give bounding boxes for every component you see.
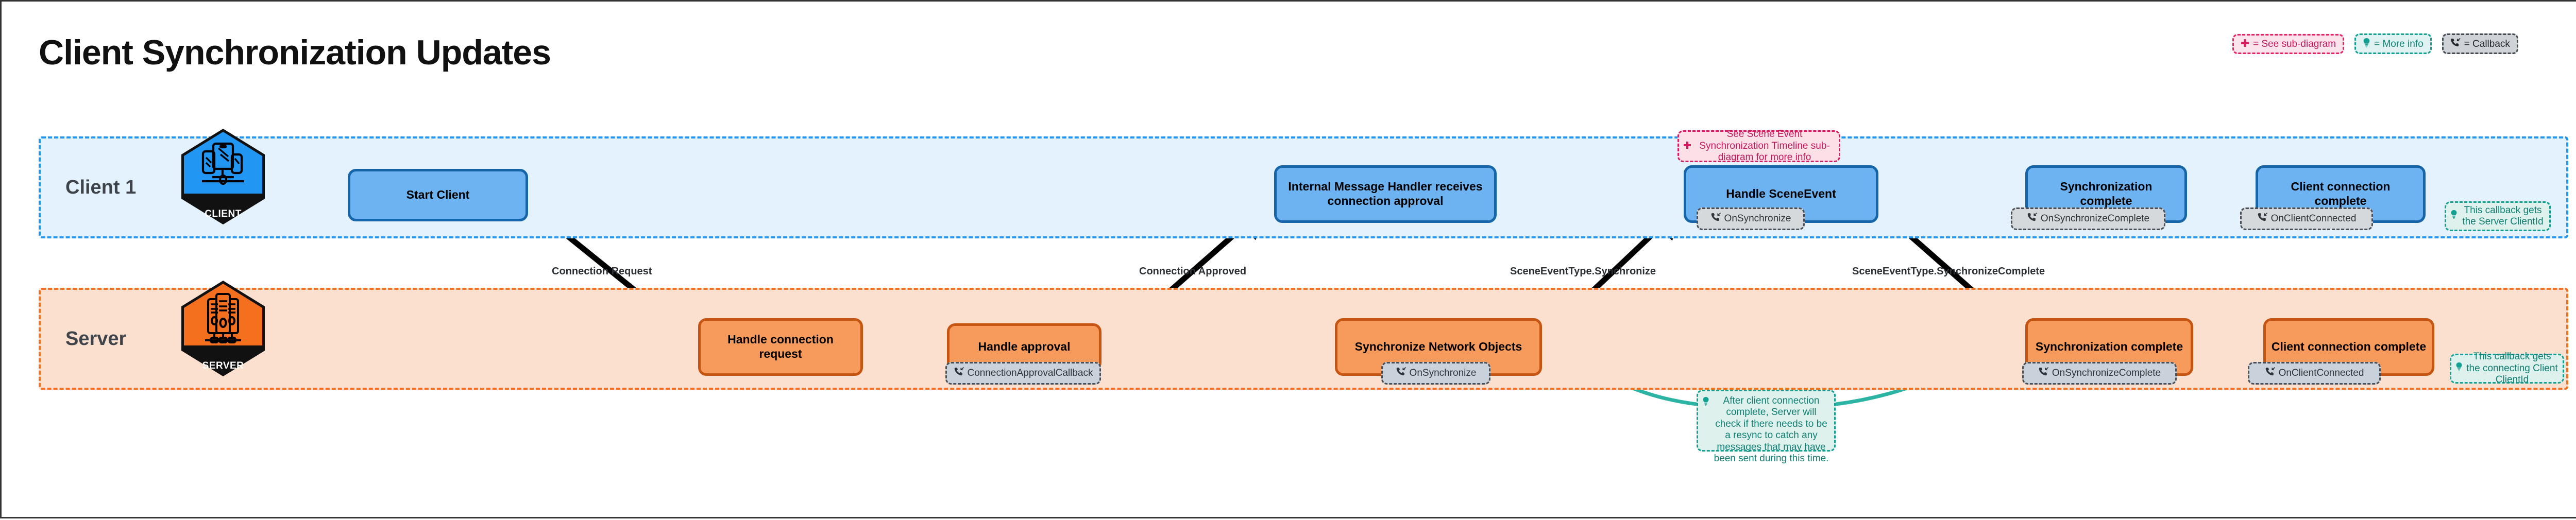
lightbulb-icon <box>2363 38 2370 49</box>
legend-label-callback: = Callback <box>2464 38 2510 49</box>
callback-label: ConnectionApprovalCallback <box>967 367 1093 378</box>
note-scene-event-subdiagram[interactable]: See Scene Event Synchronization Timeline… <box>1677 129 1840 163</box>
phone-callback-icon <box>2450 38 2461 49</box>
legend-item-see-sub-diagram[interactable]: = See sub-diagram <box>2232 33 2345 54</box>
note-text: After client connection complete, Server… <box>1714 395 1829 464</box>
note-server-connecting-clientid[interactable]: This callback gets the connecting Client… <box>2450 351 2564 386</box>
note-resync[interactable]: After client connection complete, Server… <box>1697 390 1836 464</box>
client-hexagon-icon <box>181 129 265 224</box>
swimlane-title-server: Server <box>65 328 127 350</box>
node-label: Client connection complete <box>2271 340 2427 354</box>
callback-handle-sceneevent[interactable]: OnSynchronize <box>1697 207 1805 230</box>
edge-label-connection-approved: Connection Approved <box>1139 266 1247 277</box>
plus-icon <box>2241 39 2249 49</box>
plus-icon <box>1683 141 1691 152</box>
callback-label: OnSynchronizeComplete <box>2052 367 2161 378</box>
note-text: See Scene Event Synchronization Timeline… <box>1699 129 1830 163</box>
node-label: Synchronization complete <box>2060 180 2153 207</box>
callback-label: OnClientConnected <box>2270 213 2357 224</box>
node-label: Synchronization complete <box>2035 340 2183 354</box>
lightbulb-icon <box>2455 362 2463 374</box>
callback-connection-approval[interactable]: ConnectionApprovalCallback <box>945 362 1101 385</box>
callback-label: OnClientConnected <box>2278 367 2364 378</box>
phone-callback-icon <box>2038 367 2049 379</box>
phone-callback-icon <box>2257 212 2268 225</box>
node-label: Start Client <box>406 188 470 202</box>
callback-client-connected[interactable]: OnClientConnected <box>2240 207 2373 230</box>
swimlane-title-client: Client 1 <box>65 177 137 198</box>
legend-item-more-info[interactable]: = More info <box>2354 33 2432 54</box>
actor-client-label: CLIENT <box>205 209 242 219</box>
note-text: This callback gets the connecting Client… <box>2466 351 2558 386</box>
node-handle-connection-request[interactable]: Handle connection request <box>698 318 863 376</box>
note-client-server-clientid[interactable]: This callback gets the Server ClientId <box>2445 201 2551 231</box>
node-label: Handle SceneEvent <box>1726 187 1836 201</box>
node-label: Client connection complete <box>2291 180 2391 207</box>
node-label: Handle approval <box>978 340 1071 354</box>
actor-server-label: SERVER <box>202 360 244 371</box>
callback-server-client-connected[interactable]: OnClientConnected <box>2248 362 2381 385</box>
callback-client-synchronize-complete[interactable]: OnSynchronizeComplete <box>2011 207 2165 230</box>
node-label: Handle connection request <box>727 333 834 360</box>
edge-label-scene-event-synchronize: SceneEventType.Synchronize <box>1510 266 1656 277</box>
legend-label-more-info: = More info <box>2374 38 2424 49</box>
lightbulb-icon <box>2450 210 2458 222</box>
page-title: Client Synchronization Updates <box>39 33 551 72</box>
actor-server: SERVER <box>179 280 267 377</box>
node-internal-message-handler[interactable]: Internal Message Handler receives connec… <box>1274 165 1497 223</box>
legend: = See sub-diagram = More info = Callba <box>2232 33 2518 54</box>
phone-callback-icon <box>1396 367 1406 379</box>
phone-callback-icon <box>2027 212 2038 225</box>
callback-label: OnSynchronize <box>1724 213 1791 224</box>
note-text: This callback gets the Server ClientId <box>2462 204 2544 227</box>
edge-label-scene-event-synchronize-complete: SceneEventType.SynchronizeComplete <box>1852 266 2045 277</box>
legend-label-see-sub-diagram: = See sub-diagram <box>2253 38 2336 49</box>
lightbulb-icon <box>1702 397 1709 409</box>
server-hexagon-icon <box>181 281 265 376</box>
phone-callback-icon <box>2265 367 2276 379</box>
callback-server-synchronize-complete[interactable]: OnSynchronizeComplete <box>2022 362 2177 385</box>
callback-label: OnSynchronize <box>1409 367 1477 378</box>
callback-label: OnSynchronizeComplete <box>2040 213 2150 224</box>
actor-client: CLIENT <box>179 128 267 226</box>
node-label: Internal Message Handler receives connec… <box>1288 180 1483 207</box>
legend-item-callback[interactable]: = Callback <box>2442 33 2518 54</box>
phone-callback-icon <box>954 367 964 379</box>
node-label: Synchronize Network Objects <box>1354 340 1522 354</box>
edge-label-connection-request: Connection Request <box>552 266 652 277</box>
phone-callback-icon <box>1710 212 1721 225</box>
callback-server-synchronize[interactable]: OnSynchronize <box>1381 362 1490 385</box>
node-start-client[interactable]: Start Client <box>348 169 528 221</box>
